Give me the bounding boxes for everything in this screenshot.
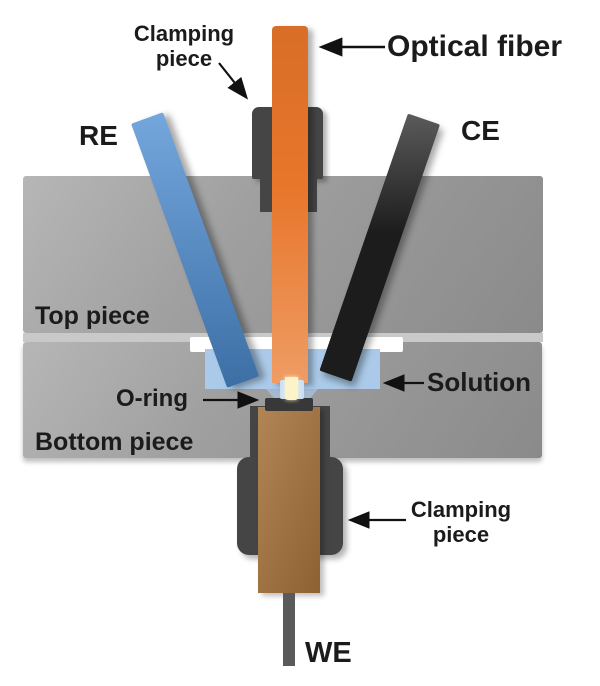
ce-label: CE (461, 115, 500, 146)
clamping-piece-bottom-line2: piece (432, 522, 490, 547)
optical-fiber-label: Optical fiber (387, 30, 563, 63)
clamping-piece-bottom-label: Clamping piece (408, 497, 514, 547)
o-ring-seal (265, 398, 313, 411)
re-label: RE (79, 120, 118, 151)
bottom-piece-label: Bottom piece (35, 428, 194, 456)
clamping-piece-top-line2: piece (155, 46, 213, 71)
we-label: WE (305, 637, 352, 669)
we-lead-wire (283, 593, 295, 666)
we-electrode-bar (258, 407, 320, 593)
fiber-tip (285, 377, 298, 400)
clamping-piece-top-label: Clamping piece (128, 21, 240, 71)
o-ring-label: O-ring (116, 385, 188, 412)
optical-fiber-bar (272, 26, 308, 383)
clamping-piece-bottom-line1: Clamping (410, 497, 512, 522)
top-piece-label: Top piece (35, 302, 150, 330)
clamping-piece-top-line1: Clamping (133, 21, 235, 46)
solution-label: Solution (427, 367, 531, 397)
